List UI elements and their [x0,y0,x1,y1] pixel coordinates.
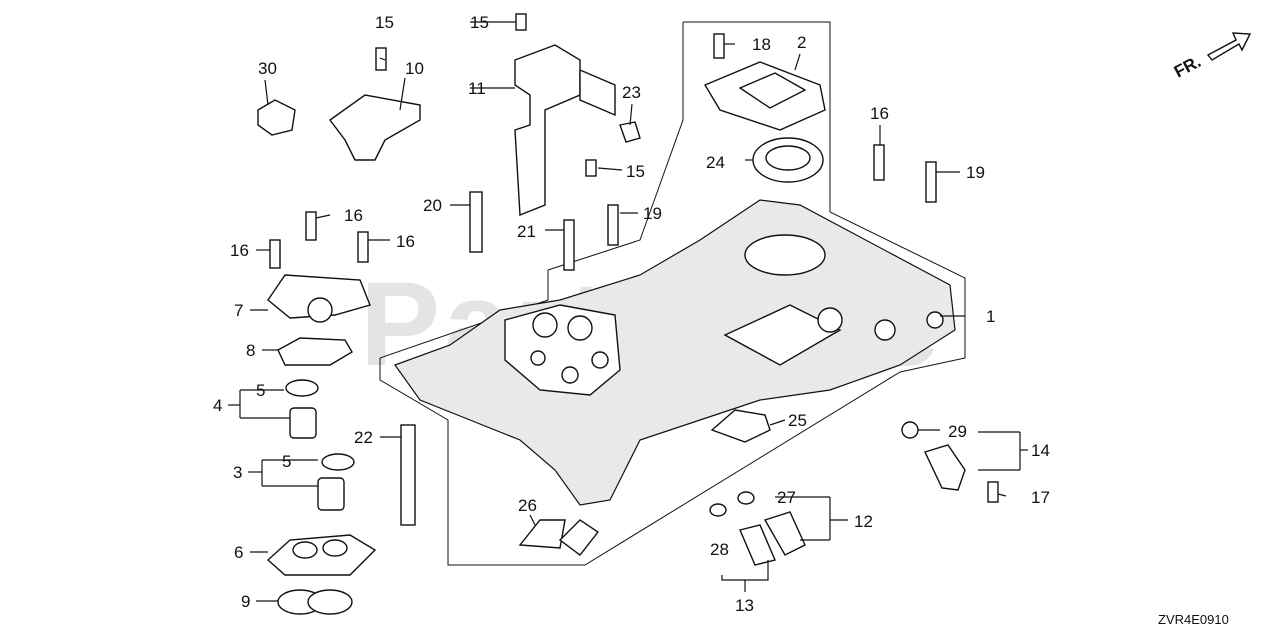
gasket-part-26[interactable] [518,519,600,556]
callout-15-c: 15 [626,162,645,181]
gasket-part-6[interactable] [266,534,377,576]
water-housing[interactable] [504,304,621,396]
callout-4: 4 [213,396,222,415]
callout-25: 25 [788,411,807,430]
thermostat-part-3[interactable] [317,453,355,511]
callout-1: 1 [986,307,995,326]
clip-part-30[interactable] [257,99,296,136]
callout-28: 28 [710,540,729,559]
cover-assembly-part-1[interactable] [394,199,956,506]
callout-12: 12 [854,512,873,531]
front-arrow-icon [1206,32,1252,61]
callout-16-d: 16 [230,241,249,260]
callout-7: 7 [234,301,243,320]
callout-3: 3 [233,463,242,482]
seal-part-24[interactable] [752,137,824,183]
front-direction-indicator: FR. [1171,32,1252,82]
leader-lines [228,21,1028,602]
callout-11: 11 [468,79,486,98]
callout-labels: 15 15 15 10 30 11 23 18 2 24 16 19 19 20… [213,13,1050,615]
callout-21: 21 [517,222,536,241]
callout-17: 17 [1031,488,1050,507]
callout-19-a: 19 [966,163,985,182]
thermostat-cover-part-7[interactable] [267,274,371,323]
sensor-part-14[interactable] [901,421,966,491]
callout-30: 30 [258,59,277,78]
thermostat-part-4[interactable] [285,379,319,439]
breather-cover-part-2[interactable] [703,61,826,131]
washer-part-28[interactable] [709,503,727,517]
callout-13: 13 [735,596,754,615]
callout-5-b: 5 [282,452,291,471]
callout-9: 9 [241,592,250,611]
callout-23: 23 [622,83,641,102]
callout-15-a: 15 [375,13,394,32]
callout-26: 26 [518,496,537,515]
callout-16-c: 16 [396,232,415,251]
bracket-part-10[interactable] [329,94,421,161]
callout-20: 20 [423,196,442,215]
gasket-part-8[interactable] [277,337,353,366]
callout-16-b: 16 [344,206,363,225]
callout-18: 18 [752,35,771,54]
washer-part-27[interactable] [737,491,755,505]
callout-19-b: 19 [643,204,662,223]
callout-16-a: 16 [870,104,889,123]
callout-2: 2 [797,33,806,52]
sensor-part-12[interactable] [763,511,806,556]
callout-29: 29 [948,422,967,441]
callout-22: 22 [354,428,373,447]
assembly-outline [379,21,966,566]
callout-24: 24 [706,153,725,172]
front-direction-label: FR. [1171,52,1204,82]
callout-8: 8 [246,341,255,360]
callout-14: 14 [1031,441,1050,460]
callout-5-a: 5 [256,381,265,400]
diagram-code: ZVR4E0910 [1158,612,1229,627]
callout-15-b: 15 [470,13,489,32]
gasket-part-25[interactable] [710,409,771,443]
o-rings-part-9[interactable] [277,589,353,615]
callout-10: 10 [405,59,424,78]
bracket-part-11[interactable] [514,44,616,217]
sensor-part-13[interactable] [739,524,776,566]
callout-27: 27 [777,488,796,507]
callout-6: 6 [234,543,243,562]
bolts [269,13,999,526]
